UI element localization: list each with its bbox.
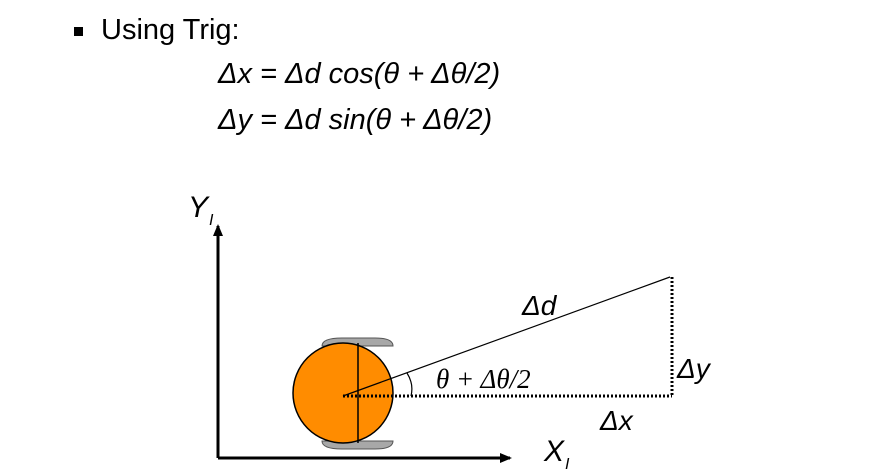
bullet-text: Using Trig: — [101, 14, 240, 46]
equation-dy: Δy = Δd sin(θ + Δθ/2) — [218, 104, 493, 136]
equation-dx: Δx = Δd cos(θ + Δθ/2) — [218, 58, 501, 90]
angle-arc — [406, 372, 413, 397]
x-axis-label: XI — [543, 435, 570, 473]
delta-d-label: Δd — [521, 290, 558, 321]
delta-x-label: Δx — [599, 405, 634, 436]
y-axis-label: YI — [188, 191, 214, 229]
x-axis-subscript: I — [565, 456, 570, 473]
angle-label: θ + Δθ/2 — [436, 364, 531, 394]
delta-d-line — [342, 276, 671, 397]
bullet-item: Using Trig: — [74, 14, 240, 47]
bullet-square-icon — [74, 27, 83, 36]
y-axis-letter: Y — [188, 191, 210, 224]
delta-y-label: Δy — [676, 353, 712, 384]
x-axis-letter: X — [543, 435, 565, 468]
robot-body — [292, 342, 394, 444]
y-axis-subscript: I — [209, 212, 214, 229]
